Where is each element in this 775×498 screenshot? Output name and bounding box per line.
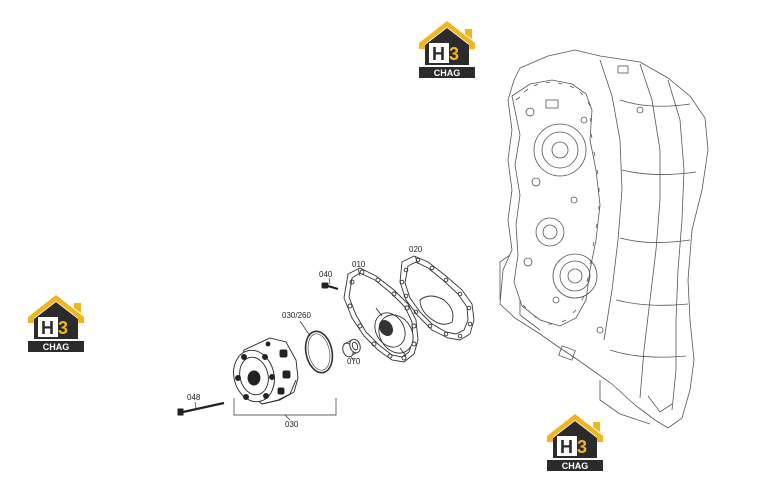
label-048: 048 (187, 393, 201, 402)
label-040: 040 (319, 270, 333, 279)
bolt-040 (321, 282, 339, 290)
transmission-housing (499, 49, 709, 429)
label-010: 010 (352, 260, 366, 269)
watermark-caption: CHAG (43, 342, 70, 352)
sleeve-070 (342, 338, 361, 358)
watermark-logo-top: CHAG (419, 21, 475, 78)
label-030: 030 (285, 420, 299, 429)
watermark-logo-left: CHAG (28, 295, 84, 352)
gasket-020 (399, 255, 475, 341)
leader-lines (194, 255, 419, 421)
watermark-logo-bottom: CHAG (547, 414, 603, 471)
label-020: 020 (409, 245, 423, 254)
screw-048 (177, 401, 225, 416)
label-030-260: 030/260 (282, 311, 311, 320)
label-070: 070 (347, 357, 361, 366)
cover-plate-010 (343, 267, 419, 363)
callout-labels: 020 010 040 030/260 070 048 030 (187, 245, 423, 429)
pump-assembly-030 (233, 337, 299, 405)
watermark-caption: CHAG (562, 461, 589, 471)
o-ring-030-260 (304, 330, 334, 374)
watermark-caption: CHAG (434, 68, 461, 78)
